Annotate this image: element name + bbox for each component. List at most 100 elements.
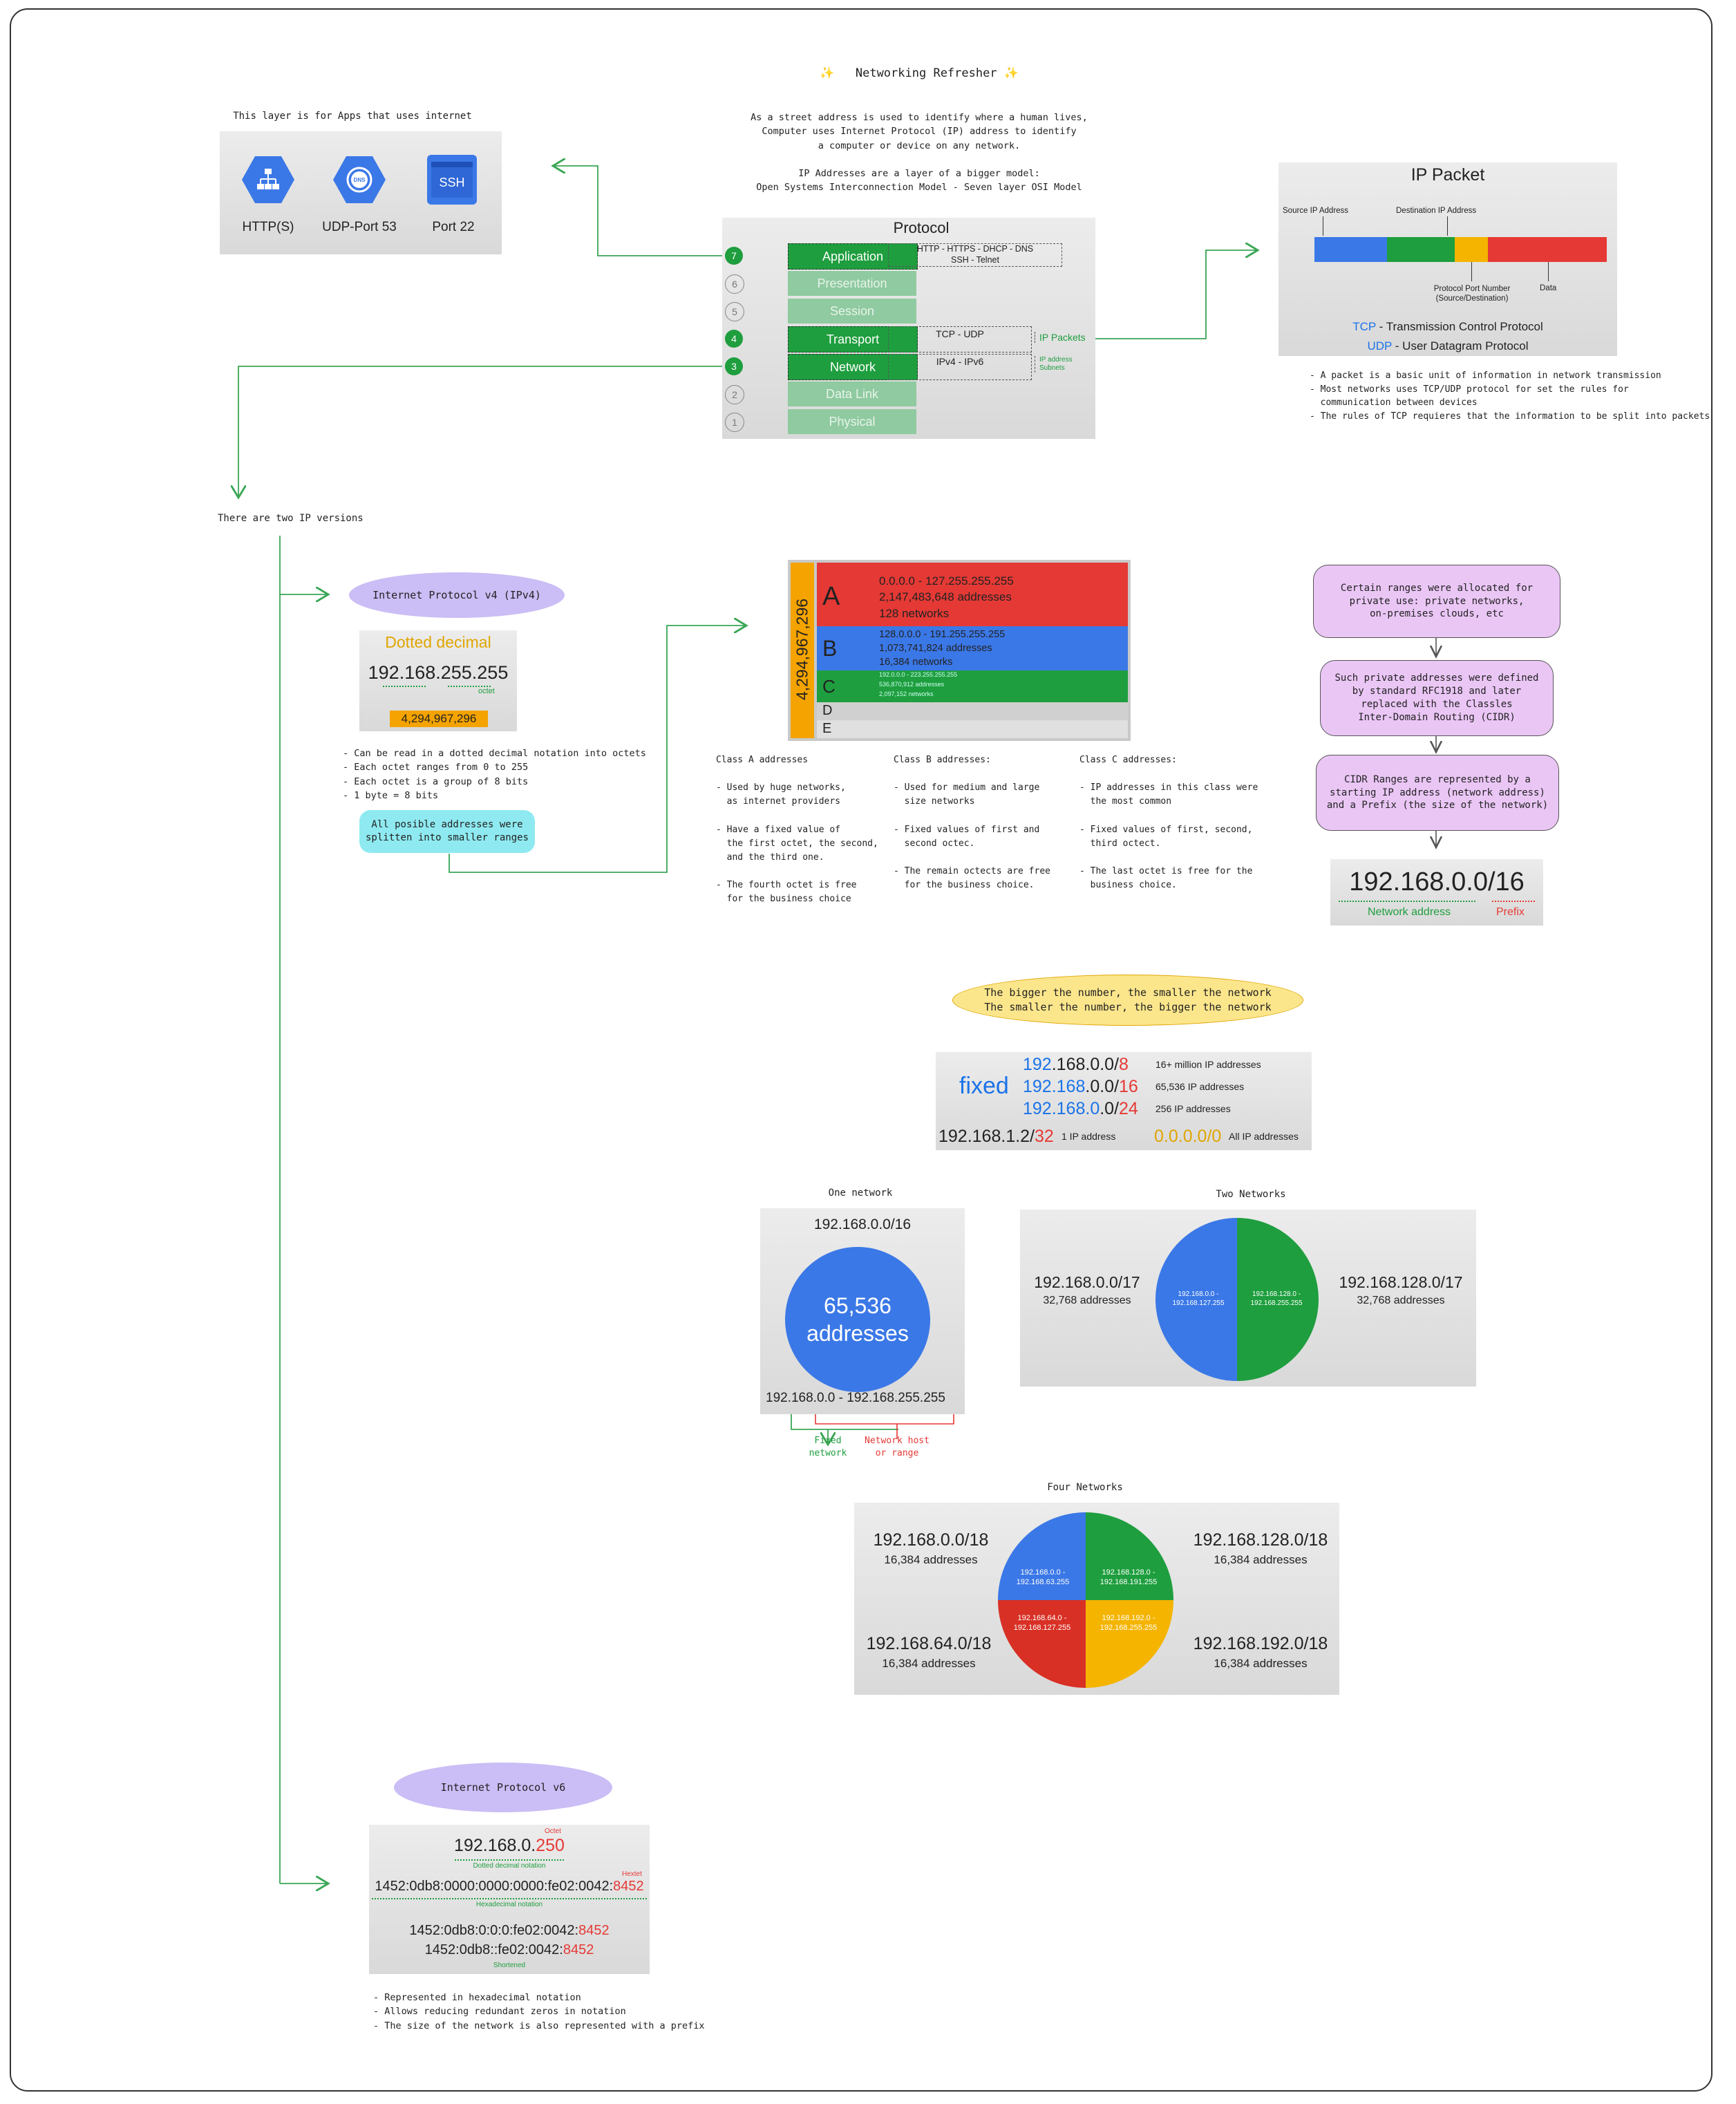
network-address-label: Network address [1368, 906, 1451, 918]
apps-caption: This layer is for Apps that uses interne… [233, 111, 472, 122]
versions-caption: There are two IP versions [218, 513, 364, 524]
pie-slice-lower-half [1155, 1218, 1237, 1381]
prefix-row-8: 192.168.0.0/8 [1023, 1055, 1129, 1074]
packet-notes: - A packet is a basic unit of informatio… [1310, 370, 1710, 422]
data-label: Data [1540, 284, 1557, 292]
app-label-http: HTTP(S) [242, 220, 294, 234]
prefix-table-panel: fixed 192.168.0.0/8 16+ million IP addre… [936, 1052, 1312, 1150]
layer-transport[interactable]: Transport [788, 326, 918, 353]
layer-2-number: 2 [725, 385, 744, 404]
ip-classes-chart: 4,294,967,296 A 0.0.0.0 - 127.255.255.25… [788, 560, 1131, 741]
layer-data-link[interactable]: Data Link [788, 382, 916, 406]
four-networks-pie: 192.168.0.0 - 192.168.63.255 192.168.128… [998, 1512, 1173, 1688]
prefix-row-24: 192.168.0.0/24 [1023, 1099, 1138, 1118]
ipv6-shortened-2: 1452:0db8::fe02:0042:8452 [424, 1942, 594, 1957]
fixed-label: fixed [959, 1073, 1009, 1099]
svg-text:DNS: DNS [354, 177, 366, 183]
destination-ip-label: Destination IP Address [1396, 207, 1477, 215]
four-networks-panel: 192.168.0.0/18 16,384 addresses 192.168.… [854, 1503, 1339, 1695]
osi-panel: Protocol 7 Application HTTP - HTTPS - DH… [722, 218, 1095, 439]
host-bracket [815, 1414, 954, 1425]
class-c-notes: Class C addresses: - IP addresses in thi… [1079, 755, 1258, 891]
quad-slice-bottom-left [998, 1600, 1086, 1688]
shortened-label: Shortened [493, 1962, 526, 1969]
prefix-row-24-desc: 256 IP addresses [1155, 1103, 1231, 1114]
quad-2-cidr: 192.168.64.0/18 [866, 1634, 992, 1653]
octet-marker-label: Octet [545, 1828, 561, 1835]
two-networks-right-count: 32,768 addresses [1357, 1295, 1445, 1306]
layer-3-number: 3 [725, 357, 743, 375]
one-network-range: 192.168.0.0 - 192.168.255.255 [766, 1391, 945, 1405]
class-c-row: C 192.0.0.0 - 223.255.255.255 536,870,91… [817, 670, 1128, 702]
layer-session[interactable]: Session [788, 299, 916, 323]
ipv6-panel: Octet 192.168.0.250 Dotted decimal notat… [369, 1825, 650, 1974]
quad-3-cidr: 192.168.192.0/18 [1193, 1634, 1328, 1653]
quad-3-range: 192.168.192.0 - 192.168.255.255 [1100, 1614, 1158, 1633]
udp-definition: UDP - User Datagram Protocol [1367, 339, 1529, 353]
quad-1-cidr: 192.168.128.0/18 [1193, 1530, 1328, 1550]
class-e-row: E [817, 720, 1128, 738]
page-title: ✨ Networking Refresher ✨ [820, 66, 1019, 80]
quad-2-range: 192.168.64.0 - 192.168.127.255 [1013, 1614, 1071, 1633]
layer-5-number: 5 [725, 302, 744, 321]
ipv4-total-addresses: 4,294,967,296 [390, 711, 488, 727]
classes-total-bar: 4,294,967,296 [791, 563, 814, 738]
network-hierarchy-icon [242, 153, 294, 206]
layer-physical[interactable]: Physical [788, 409, 916, 434]
arrow-to-classes [449, 626, 746, 873]
class-b-notes: Class B addresses: - Used for medium and… [894, 755, 1050, 891]
ipv4-notes: - Can be read in a dotted decimal notati… [343, 748, 646, 801]
source-ip-label: Source IP Address [1283, 207, 1349, 215]
layer-application-desc: HTTP - HTTPS - DHCP - DNS SSH - Telnet [888, 243, 1062, 267]
two-networks-left-count: 32,768 addresses [1043, 1295, 1131, 1306]
arrow-osi-to-packet [1095, 250, 1258, 339]
ipv4-pill: Internet Protocol v4 (IPv4) [349, 572, 565, 618]
arrow-osi-to-apps [553, 166, 726, 256]
layer-presentation[interactable]: Presentation [788, 271, 916, 296]
two-networks-pie: 192.168.0.0 - 192.168.127.255 192.168.12… [1155, 1218, 1319, 1381]
one-network-caption: One network [828, 1187, 893, 1199]
packet-port-segment [1455, 237, 1488, 262]
layer-7-number: 7 [725, 247, 743, 265]
hexadecimal-label: Hexadecimal notation [475, 1901, 543, 1908]
quad-0-range: 192.168.0.0 - 192.168.63.255 [1016, 1568, 1070, 1587]
layer-1-number: 1 [725, 413, 744, 432]
packet-data-segment [1488, 237, 1607, 262]
quad-slice-bottom-right [1086, 1600, 1173, 1688]
layer-application[interactable]: Application [788, 243, 918, 270]
two-networks-right-cidr: 192.168.128.0/17 [1339, 1273, 1463, 1291]
dns-icon: DNS [333, 153, 386, 206]
two-networks-panel: 192.168.0.0/17 32,768 addresses 192.168.… [1020, 1210, 1476, 1387]
intro-text: As a street address is used to identify … [751, 112, 1088, 194]
dotted-decimal-heading: Dotted decimal [385, 633, 491, 651]
quad-1-count: 16,384 addresses [1214, 1553, 1308, 1566]
one-network-circle: 65,536 addresses [785, 1247, 930, 1392]
ip-packets-label: IP Packets [1035, 332, 1086, 343]
ip-address-subnets-label: IP address Subnets [1035, 356, 1073, 373]
app-label-ssh: Port 22 [432, 220, 475, 234]
two-networks-right-range: 192.168.128.0 - 192.168.255.255 [1250, 1290, 1303, 1307]
prefix-rule-note: The bigger the number, the smaller the n… [952, 975, 1303, 1026]
ipv6-notes: - Represented in hexadecimal notation - … [373, 1992, 705, 2031]
quad-3-count: 16,384 addresses [1214, 1657, 1308, 1670]
cidr-example: 192.168.0.0/16 [1349, 867, 1525, 896]
packet-destination-segment [1387, 237, 1455, 262]
two-networks-caption: Two Networks [1216, 1189, 1286, 1200]
cidr-step-3: CIDR Ranges are represented by a startin… [1316, 755, 1559, 831]
cidr-example-panel: 192.168.0.0/16 Network address Prefix [1330, 859, 1543, 926]
apps-panel: DNS SSH HTTP(S) UDP-Port 53 Port 22 [220, 131, 502, 254]
split-ranges-note: All posible addresses were splitten into… [359, 810, 535, 853]
class-a-notes: Class A addresses - Used by huge network… [716, 755, 878, 905]
all-addresses-prefix: 0.0.0.0/0 [1154, 1127, 1222, 1146]
layer-network-desc: IPv4 - IPv6 [888, 354, 1032, 380]
canvas-frame [10, 8, 1713, 2092]
class-a-row: A 0.0.0.0 - 127.255.255.255 2,147,483,64… [817, 563, 1128, 626]
quad-2-count: 16,384 addresses [882, 1657, 976, 1670]
cidr-step-2: Such private addresses were defined by s… [1320, 660, 1554, 736]
layer-network[interactable]: Network [788, 354, 918, 380]
prefix-row-16-desc: 65,536 IP addresses [1155, 1081, 1245, 1092]
packet-source-segment [1314, 237, 1387, 262]
osi-title: Protocol [893, 219, 950, 236]
one-network-cidr: 192.168.0.0/16 [813, 1217, 912, 1232]
pie-slice-upper-half [1237, 1218, 1319, 1381]
